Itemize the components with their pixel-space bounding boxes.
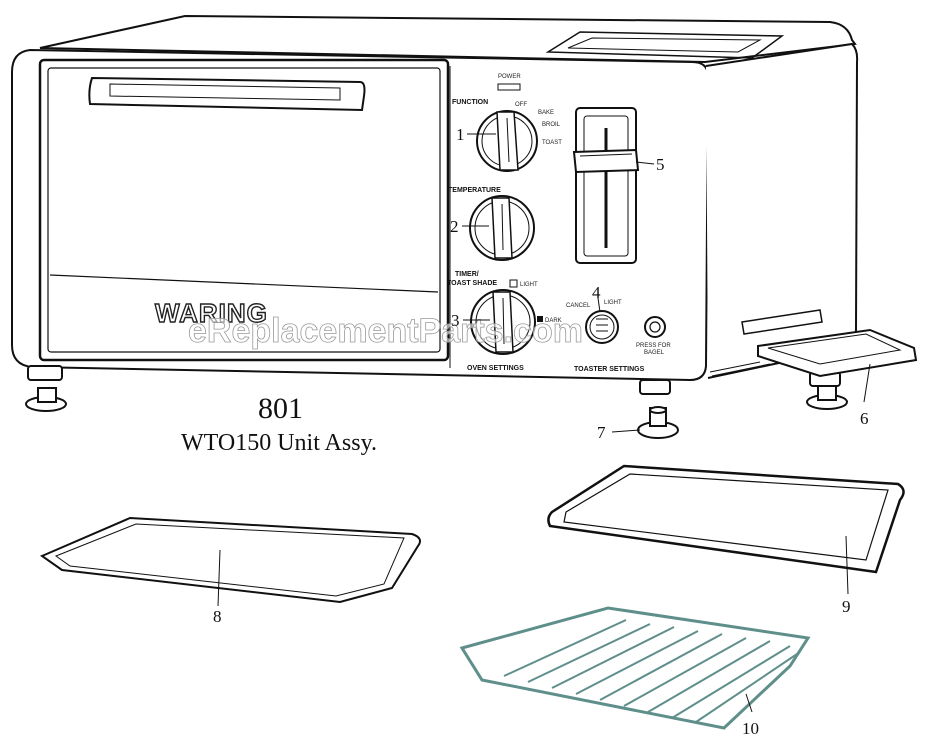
callout-9: 9 (842, 597, 851, 616)
callout-6: 6 (860, 409, 869, 428)
callout-5: 5 (656, 155, 665, 174)
function-label: FUNCTION (452, 99, 488, 106)
dark-label: DARK (545, 318, 562, 324)
temperature-label: TEMPERATURE (448, 187, 501, 194)
cancel-label: CANCEL (566, 303, 591, 309)
power-light (497, 83, 521, 91)
oven-settings-label: OVEN SETTINGS (467, 365, 524, 372)
toaster-light-label: LIGHT (604, 300, 622, 306)
function-knob (476, 110, 538, 172)
assembly-number: 801 (258, 392, 303, 425)
shade-knob (585, 310, 619, 344)
press-label-line1: PRESS FOR (636, 343, 671, 349)
callout-leaders (217, 133, 871, 713)
callout-7: 7 (597, 423, 606, 442)
timer-knob (470, 289, 536, 355)
function-broil: BROIL (542, 122, 561, 128)
function-bake: BAKE (538, 110, 554, 116)
brand-logo: WARING (155, 298, 268, 328)
callout-3: 3 (451, 311, 460, 330)
timer-label-line1: TIMER/ (455, 271, 479, 278)
light-square-icon (509, 279, 518, 288)
callout-8: 8 (213, 607, 222, 626)
callout-2: 2 (450, 217, 459, 236)
light-label: LIGHT (520, 282, 538, 288)
temperature-knob (469, 195, 535, 261)
press-label-line2: BAGEL (644, 350, 665, 356)
power-label: POWER (498, 74, 521, 80)
foot-part (637, 406, 679, 439)
toaster-settings-label: TOASTER SETTINGS (574, 366, 645, 373)
assembly-description: WTO150 Unit Assy. (181, 430, 377, 456)
function-off: OFF (515, 102, 527, 108)
timer-label-line2: TOAST SHADE (447, 280, 497, 287)
callout-10: 10 (742, 719, 759, 738)
function-toast: TOAST (542, 140, 562, 146)
dark-square-icon (537, 316, 543, 322)
watermark: eReplacementParts.com (188, 312, 583, 350)
callout-4: 4 (592, 283, 601, 302)
crumb-tray (757, 328, 918, 378)
oven-rack (459, 606, 811, 730)
broil-pan (547, 464, 905, 574)
callout-1: 1 (456, 125, 465, 144)
baking-pan (39, 516, 421, 604)
bagel-button (644, 316, 666, 338)
control-panel: POWER FUNCTION OFF BAKE BROIL TOAST TEMP… (447, 74, 671, 373)
